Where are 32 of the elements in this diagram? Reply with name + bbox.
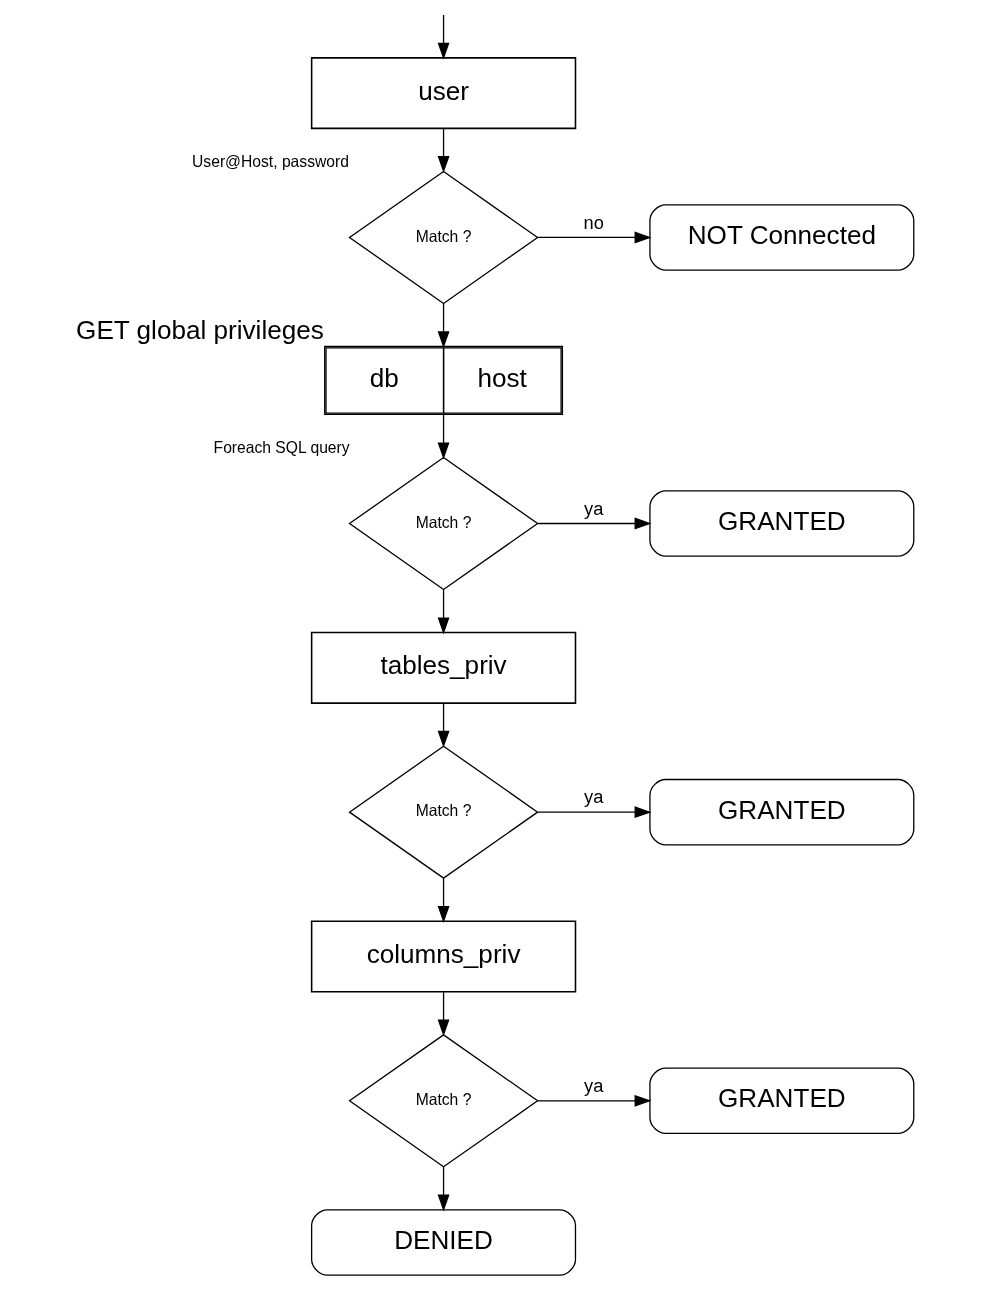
arrow [437,128,449,174]
node-box: NOT Connected [648,204,914,271]
node-box: GRANTED [648,778,914,846]
node-box: DENIED [310,1209,576,1276]
arrow [437,14,449,60]
arrow [437,702,449,748]
arrow [536,517,652,530]
arrow [536,231,652,244]
edge-label: ya [583,1074,603,1096]
arrow [437,414,449,460]
arrow [437,1166,449,1212]
edge-label: no [583,211,604,233]
arrow [437,877,449,924]
arrow [536,806,652,819]
arrow [536,1094,652,1107]
node-label: GET global privileges [75,314,324,345]
arrow [437,302,449,349]
node-label: User@Host, password [191,153,349,171]
arrow [437,991,449,1037]
node-diamond: Match ? [347,456,539,591]
node-box: GRANTED [648,1067,914,1135]
node-box: tables_priv [310,631,576,704]
edge-label: ya [583,497,603,519]
node-diamond: Match ? [347,170,539,305]
arrow [437,589,449,635]
edge-label: ya [583,786,603,808]
node-box: GRANTED [648,490,914,557]
node-box: columns_priv [310,920,576,993]
node-diamond: Match ? [347,1034,539,1168]
node-box: user [310,57,576,130]
node-diamond: Match ? [347,745,539,879]
node-label: Foreach SQL query [213,439,350,457]
